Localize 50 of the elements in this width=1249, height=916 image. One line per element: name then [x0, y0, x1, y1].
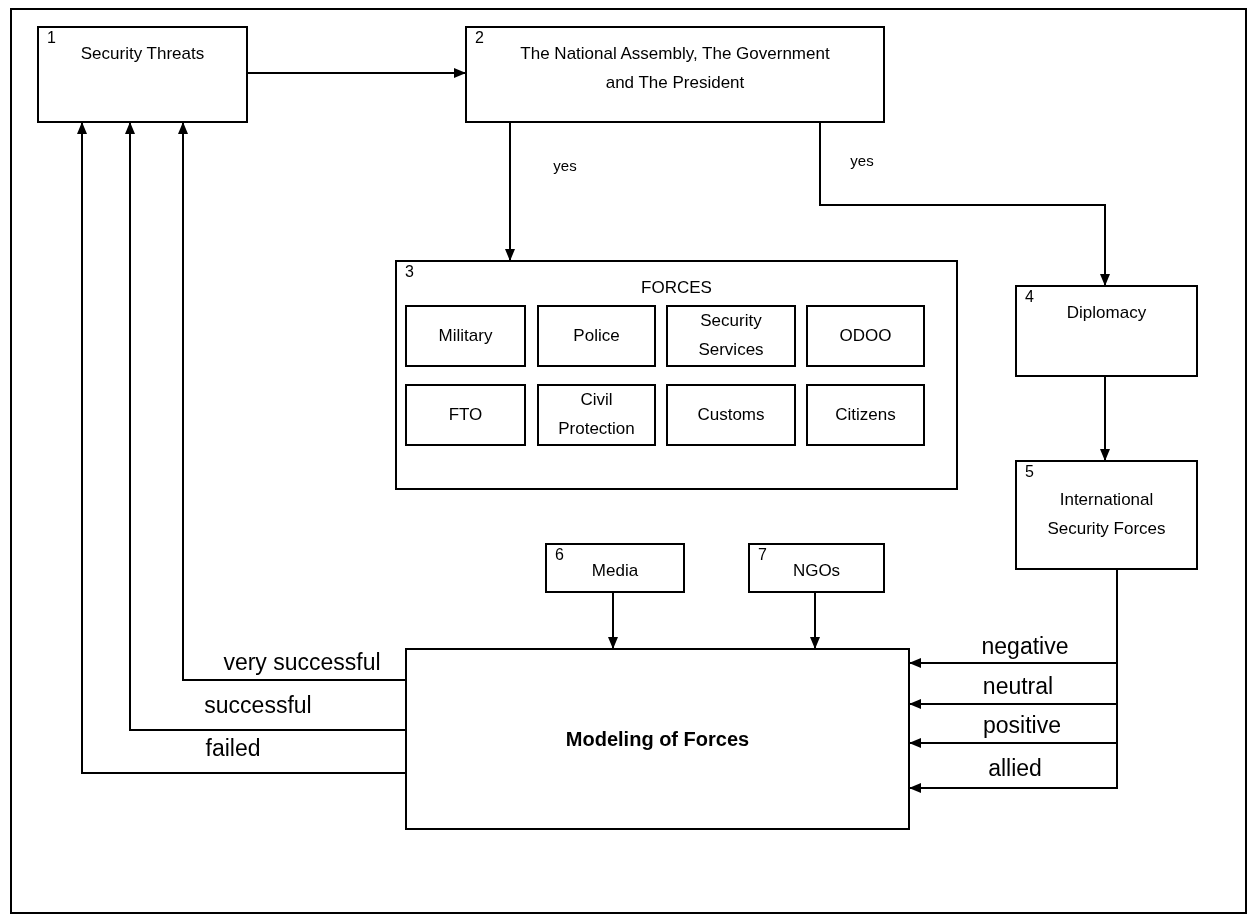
- process-box: [806, 384, 925, 446]
- process-box: [666, 384, 796, 446]
- box-label: FTO: [448, 403, 483, 426]
- box-label: Security Threats: [80, 43, 205, 65]
- arrow: [125, 122, 406, 731]
- process-box: [405, 305, 526, 367]
- box-label: Media: [591, 560, 639, 582]
- box-label: International Security Forces: [1046, 489, 1167, 540]
- box-label: Security Services: [697, 310, 765, 361]
- edge-label: positive: [981, 713, 1063, 737]
- process-box: [545, 543, 685, 593]
- box-label: Police: [573, 324, 620, 347]
- arrow: [608, 592, 618, 649]
- arrow: [178, 122, 406, 681]
- process-box: [537, 305, 656, 367]
- box-label: Diplomacy: [1066, 302, 1147, 324]
- step-number: 4: [1025, 289, 1034, 305]
- process-box: [1015, 460, 1198, 570]
- arrow: [505, 122, 515, 261]
- box-label: The National Assembly, The Government and The President: [519, 43, 831, 94]
- box-label: NGOs: [792, 560, 841, 582]
- arrow: [77, 122, 406, 774]
- arrow: [819, 122, 1110, 286]
- box-label: Military: [438, 324, 493, 347]
- process-box: [405, 648, 910, 830]
- group-box: [395, 260, 958, 490]
- box-title: Modeling of Forces: [565, 727, 750, 752]
- process-box: [537, 384, 656, 446]
- box-label: Customs: [697, 403, 765, 426]
- arrow: [247, 68, 466, 78]
- process-box: [806, 305, 925, 367]
- box-label: Citizens: [835, 403, 896, 426]
- process-box: [405, 384, 526, 446]
- step-number: 3: [405, 264, 414, 280]
- box-label: FORCES: [641, 277, 712, 299]
- step-number: 6: [555, 547, 564, 563]
- arrow: [1100, 376, 1110, 461]
- process-box: [666, 305, 796, 367]
- process-box: [465, 26, 885, 123]
- process-box: [37, 26, 248, 123]
- step-number: 1: [47, 30, 56, 46]
- step-number: 5: [1025, 464, 1034, 480]
- box-label: ODOO: [839, 324, 892, 347]
- edge-label: very successful: [221, 650, 383, 674]
- box-label: Civil Protection: [557, 389, 636, 440]
- step-number: 7: [758, 547, 767, 563]
- process-box: [748, 543, 885, 593]
- arrow: [810, 592, 820, 649]
- process-box: [1015, 285, 1198, 377]
- step-number: 2: [475, 30, 484, 46]
